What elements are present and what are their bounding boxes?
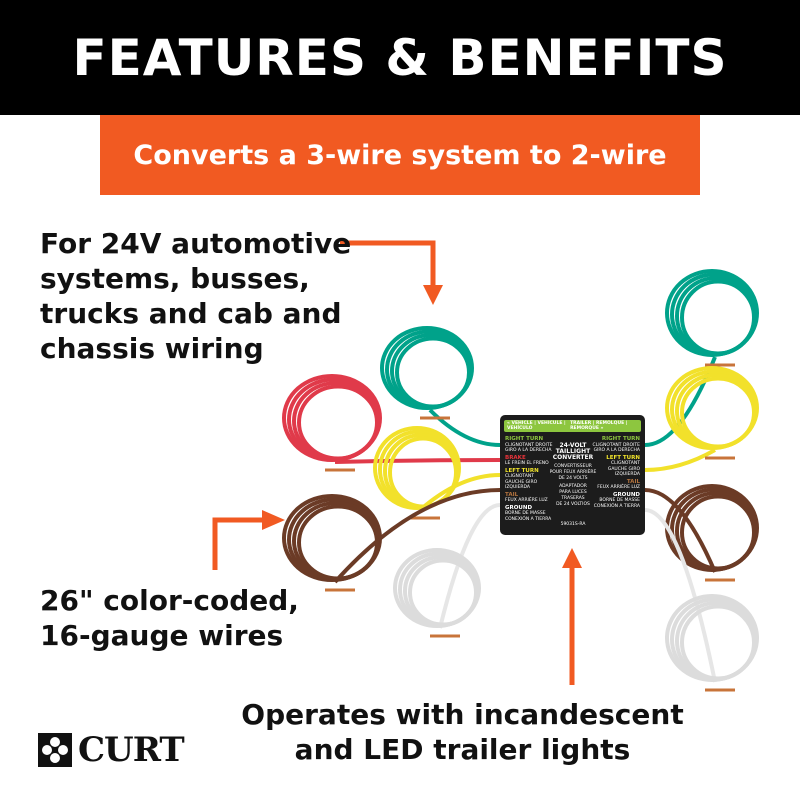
white-wire-lead: [644, 508, 717, 683]
converter-sublabel: FEUX ARRIÈRE LUZ: [597, 485, 640, 490]
callout-lights: Operates with incandescent and LED trail…: [241, 698, 684, 766]
brown-wire-lead: [644, 488, 717, 573]
white-wire-lead: [438, 503, 501, 629]
converter-label: LEFT TURN: [505, 467, 539, 474]
header-title: FEATURES & BENEFITS: [0, 0, 800, 115]
callout-24v: For 24V automotive systems, busses, truc…: [40, 227, 352, 365]
arrow-top: [340, 240, 436, 290]
converter-sublabel: BORNE DE MASSE CONEXIÓN A TIERRA: [505, 511, 552, 522]
converter-sublabel: LE FREIN EL FRENO: [505, 461, 549, 466]
converter-label: BRAKE: [505, 454, 526, 461]
white-wire-coil: [408, 558, 478, 627]
converter-label: GROUND: [612, 491, 640, 498]
green-wire-coil: [680, 279, 756, 356]
converter-sublabel: CLIGNOTANT DROITE GIRO A LA DERECHA: [505, 442, 553, 454]
converter-sublabel: CLIGNOTANT GAUCHE GIRO IZQUIERDA: [505, 474, 538, 490]
curt-logo: CURT: [38, 730, 185, 770]
brown-wire-lead: [333, 488, 501, 584]
arrow-head-left: [262, 510, 285, 530]
callout-arrows: [212, 240, 575, 685]
arrow-head-top: [423, 285, 443, 305]
converter-sublabel: CLIGNOTANT GAUCHE GIRO IZQUIERDA: [607, 461, 640, 477]
arrow-head-bottom: [562, 548, 582, 568]
converter-label: TAIL: [505, 491, 519, 498]
yellow-wire-lead: [418, 473, 501, 512]
brown-wire-coil: [297, 504, 379, 581]
yellow-wire-coil: [680, 376, 756, 449]
brown-wire-coil: [680, 494, 756, 571]
curt-logo-icon: [38, 733, 72, 767]
yellow-wire-lead: [644, 448, 716, 472]
converter-label: RIGHT TURN: [505, 436, 544, 442]
converter-sublabel: CLIGNOTANT DROITE GIRO A LA DERECHA: [592, 442, 640, 454]
arrow-left: [212, 517, 265, 570]
white-wire-coil: [680, 604, 756, 681]
converter-sublabel: FEUX ARRIÈRE LUZ: [505, 498, 548, 503]
callout-wires: 26" color-coded, 16-gauge wires: [40, 584, 299, 652]
green-wire-coil: [395, 336, 471, 409]
banner: Converts a 3-wire system to 2-wire: [100, 115, 700, 195]
yellow-wire-coil: [388, 436, 458, 509]
converter-label: RIGHT TURN: [601, 436, 640, 442]
red-wire-lead: [334, 458, 501, 464]
converter-label: LEFT TURN: [606, 454, 640, 461]
converter-label: GROUND: [505, 504, 533, 511]
curt-wordmark: CURT: [78, 730, 185, 770]
converter-title: 24-VOLT TAILLIGHT CONVERTER CONVERTISSEU…: [549, 442, 597, 528]
red-wire-coil: [297, 384, 379, 461]
converter-label: TAIL: [626, 478, 640, 485]
converter-sublabel: BORNE DE MASSE CONEXIÓN A TIERRA: [593, 498, 640, 509]
